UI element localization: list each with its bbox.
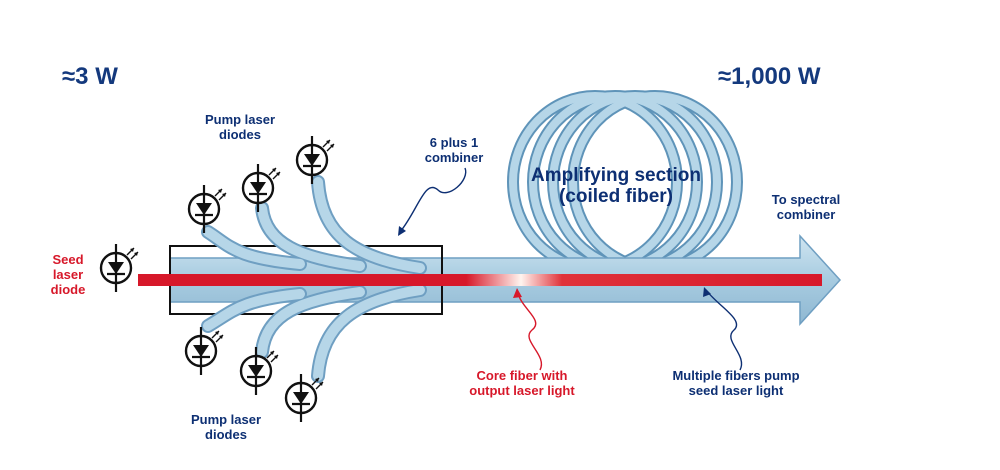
seed-label-line-2: laser <box>53 267 83 282</box>
spectral-label-line-2: combiner <box>777 207 836 222</box>
seed-laser-diode-icon <box>99 242 140 294</box>
pump-bottom-line-1: Pump laser <box>191 412 261 427</box>
pump-bottom-line-2: diodes <box>205 427 247 442</box>
multiple-label-line-2: seed laser light <box>689 383 784 398</box>
seed-label-line-1: Seed <box>52 252 83 267</box>
output-power-label: ≈1,000 W <box>718 63 821 90</box>
combiner-label-line-1: 6 plus 1 <box>430 135 478 150</box>
core-label-line-1: Core fiber with <box>476 368 567 383</box>
multiple-pointer <box>705 289 743 371</box>
multiple-label-line-1: Multiple fibers pump <box>672 368 799 383</box>
spectral-label-line-1: To spectral <box>772 192 840 207</box>
combiner-label-line-2: combiner <box>425 150 484 165</box>
pump-top-line-1: Pump laser <box>205 112 275 127</box>
core-pointer <box>517 291 543 371</box>
pump-top-line-2: diodes <box>219 127 261 142</box>
core-fiber <box>138 274 822 286</box>
combiner-pointer <box>399 167 467 233</box>
pump-fibers <box>201 175 427 383</box>
laser-diode-icon <box>184 325 225 377</box>
laser-diode-icon <box>284 372 325 424</box>
amplifier-label-line-2: (coiled fiber) <box>559 186 673 207</box>
seed-label-line-3: diode <box>51 282 86 297</box>
core-label-line-2: output laser light <box>469 383 575 398</box>
input-power-label: ≈3 W <box>62 63 118 90</box>
amplifier-label-line-1: Amplifying section <box>531 165 701 186</box>
